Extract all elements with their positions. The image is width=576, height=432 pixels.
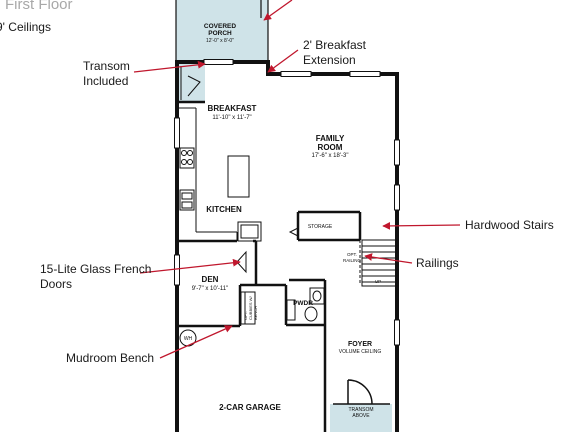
- transom-entry-area: [330, 404, 392, 432]
- callout-hardwood-stairs: Hardwood Stairs: [465, 218, 554, 232]
- den-label: DEN: [202, 275, 219, 284]
- garage-label: 2-CAR GARAGE: [219, 403, 281, 412]
- family-room-label: FAMILY: [316, 134, 345, 143]
- range-burners: [179, 147, 195, 169]
- porch-label-2: PORCH: [208, 30, 232, 37]
- opt-railing-label: OPT.: [347, 252, 357, 257]
- breakfast-dims: 11'-10" x 11'-7": [212, 115, 251, 121]
- breakfast-label: BREAKFAST: [208, 104, 257, 113]
- opt-railing-label-2: RAILING: [343, 258, 362, 263]
- storage-door: [288, 227, 299, 237]
- stairs: [361, 239, 397, 287]
- transom-above-label-2: ABOVE: [352, 413, 370, 419]
- bench-label: OPT.: [243, 311, 248, 320]
- family-room-label-2: ROOM: [318, 143, 343, 152]
- family-room-dims: 17'-6" x 18'-3": [312, 153, 349, 159]
- exterior-walls: [175, 60, 399, 432]
- callout-french-doors: 15-Lite Glass French Doors: [40, 262, 152, 291]
- sink: [179, 189, 195, 211]
- storage-label: STORAGE: [308, 224, 333, 230]
- breakfast-glass-area: [178, 64, 205, 102]
- kitchen-counters: [178, 107, 262, 242]
- bench-label-2: CUBBIES W/: [248, 296, 253, 320]
- den-dims: 9'-7" x 10'-11": [192, 286, 228, 292]
- windows: [174, 59, 400, 346]
- kitchen-label: KITCHEN: [206, 205, 242, 214]
- foyer-label: FOYER: [348, 341, 372, 348]
- front-door: [333, 379, 390, 405]
- transom-above-label: TRANSOM: [349, 407, 374, 413]
- porch-label: COVERED: [204, 23, 236, 30]
- callout-mudroom-bench: Mudroom Bench: [66, 351, 155, 365]
- pwdr-label: PWDR: [293, 300, 313, 307]
- ceiling-note: 9' Ceilings: [0, 20, 51, 34]
- kitchen-island: [227, 155, 250, 198]
- bench-label-3: BENCH: [253, 306, 258, 320]
- callout-transom: Transom Included: [83, 59, 130, 88]
- callout-railings: Railings: [416, 256, 459, 270]
- powder-fixtures: [286, 287, 325, 322]
- page-title: First Floor: [5, 0, 73, 13]
- breakfast-window-detail: [180, 66, 201, 100]
- porch-dims: 12'-0" x 8'-0": [206, 38, 234, 44]
- mudroom-bench: [240, 291, 256, 325]
- callout-arrows: [133, 0, 461, 359]
- callout-breakfast-extension: 2' Breakfast Extension: [303, 38, 366, 67]
- covered-porch-area: [176, 0, 268, 64]
- stair-up-label: UP: [375, 279, 381, 284]
- wh-label: WH: [184, 336, 193, 342]
- foyer-dims: VOLUME CEILING: [339, 349, 382, 355]
